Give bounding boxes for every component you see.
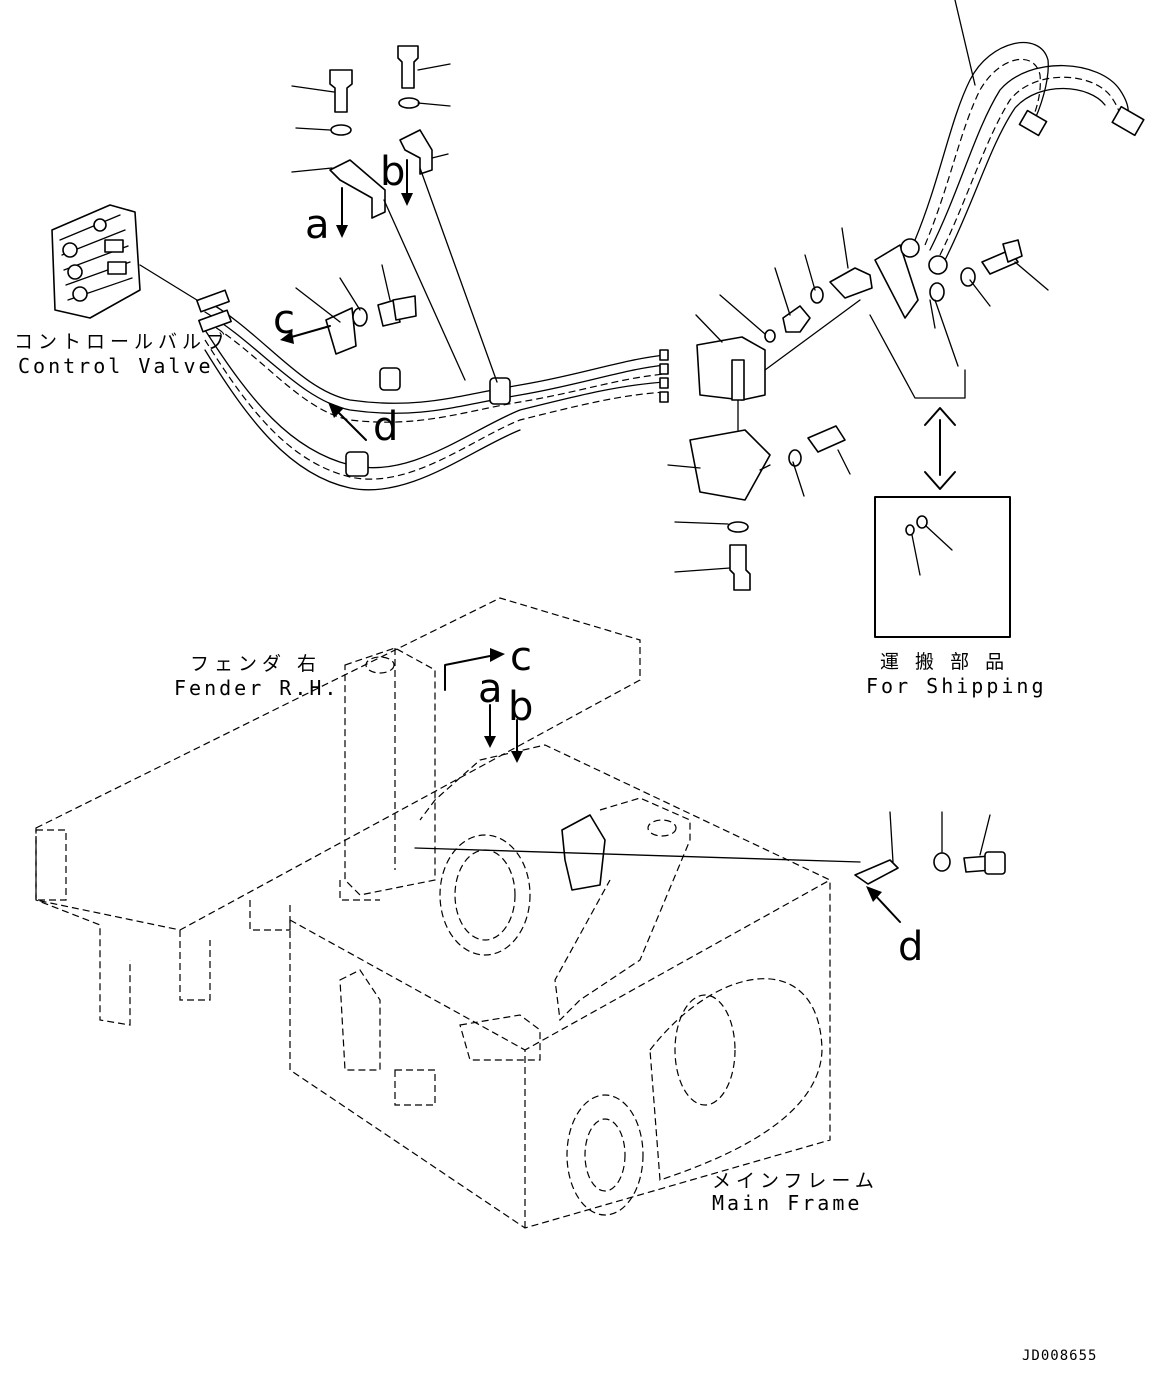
marker-c-frame: c [510, 634, 532, 680]
marker-d-frame: d [898, 924, 923, 970]
fender-rh-drawing [35, 597, 641, 1026]
main-frame-label-jp: メインフレーム [712, 1170, 879, 1192]
shipping-label-jp: 運 搬 部 品 [880, 651, 1009, 673]
bracket-parts-a [291, 69, 466, 381]
control-valve-label-en: Control Valve [18, 354, 214, 378]
control-valve-drawing [51, 204, 206, 319]
arrow-d-top [328, 402, 367, 441]
shipping-parts-box [874, 496, 1011, 638]
marker-a-frame: a [478, 666, 503, 712]
fender-label-jp: フェンダ 右 [190, 653, 321, 675]
fender-label-en: Fender R.H. [174, 676, 339, 700]
shipping-label-en: For Shipping [866, 674, 1047, 698]
bracket-parts-c [280, 264, 417, 355]
arrow-b-frame [511, 719, 523, 763]
control-valve-label-jp: コントロールバルブ [14, 330, 230, 353]
arrow-a-frame [484, 704, 496, 748]
marker-b-frame: b [508, 684, 533, 730]
marker-d-top: d [373, 404, 398, 450]
hose-bundle-left [196, 289, 669, 491]
marker-c-top: c [273, 297, 295, 343]
marker-b-top: b [380, 149, 405, 195]
hose-holder-assembly [667, 227, 1049, 591]
hose-bundle-right [914, 0, 1145, 261]
main-frame-label-en: Main Frame [712, 1191, 862, 1215]
main-frame-drawing [289, 647, 831, 1229]
frame-hose-assembly [414, 814, 861, 891]
double-arrow-shipping [924, 407, 956, 490]
bracket-parts-b [397, 45, 498, 383]
arrow-c-frame [444, 648, 505, 691]
drawing-code: JD008655 [1022, 1348, 1097, 1364]
marker-a-top: a [305, 202, 330, 248]
clip-parts-d [854, 811, 1006, 923]
